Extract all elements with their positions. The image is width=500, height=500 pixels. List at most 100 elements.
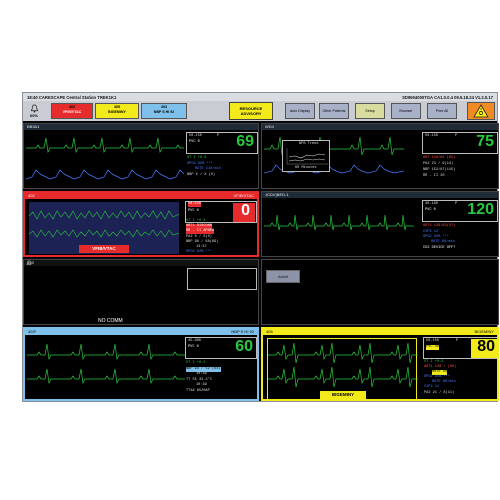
vfib-waveform-area: VFIB/VTAC	[29, 202, 179, 254]
hr-box: 50-150 P PVC 0 69	[186, 132, 258, 154]
cvp-value: CVP2 12	[423, 230, 439, 234]
setup-button[interactable]: Setup	[355, 103, 385, 119]
patient-panel-403-nocomm[interactable]: 403 NO COMM	[23, 259, 259, 325]
bed-name: WD4	[265, 124, 274, 129]
alarm-button-402[interactable]: 402 VFIB/VTAC	[51, 103, 93, 119]
alarm-button-405[interactable]: 405 BIGEMINY	[95, 103, 139, 119]
trend-duration: 60 Minutes	[295, 166, 317, 170]
bed-name: 405	[266, 329, 273, 334]
ecg-alarm-area: BIGEMINY	[267, 338, 418, 399]
pvc-value: PVC 0	[425, 208, 436, 212]
heart-rate-value: 75	[476, 133, 494, 150]
pa-value: PA2 0 / 0(0)	[186, 235, 212, 239]
ecg-waveform	[268, 342, 418, 388]
nbp-value: NBP X / X (X)	[187, 173, 216, 177]
hr-range: 50-150	[188, 202, 201, 207]
patient-panel-405[interactable]: 405 BIGEMINY BIGEMINY 50-150 P PVC 40 80…	[261, 327, 499, 401]
print-all-button[interactable]: Print All	[427, 103, 457, 119]
nbp-time: 10:49	[196, 372, 207, 376]
no-comm-status: NO COMM	[98, 318, 123, 324]
trend-title: NFB Trend	[299, 142, 319, 146]
pulse-rate-value: RATE 80/min	[431, 240, 455, 244]
heart-rate-value: 80	[477, 338, 495, 355]
patient-panel-bb3a1[interactable]: BB3A1 50-150 P PVC 0 69 ST I +0.6 SPO2 9…	[23, 123, 259, 189]
alarm-text: BIGEMINY	[108, 109, 126, 114]
alarm-bed-id: 403	[161, 105, 167, 109]
alarm-pause-button[interactable]	[467, 102, 495, 120]
hr-range: 45-300	[188, 339, 201, 343]
hr-source: P	[456, 339, 459, 343]
telemetry-id: TTX# 8520AP	[186, 389, 210, 393]
art-value: ART1 129/83(97)	[423, 224, 456, 228]
ecg-waveform	[29, 210, 179, 238]
hr-source: P	[455, 134, 458, 138]
co2-status: CO2 DEVICE OFF?	[423, 246, 456, 250]
hr-box: 50-150 P 75	[422, 132, 498, 154]
nbp-trend-popup[interactable]: NFB Trend 60 Minutes	[282, 140, 330, 172]
heart-rate-value: 69	[236, 133, 254, 150]
st-value: ST I +0.2	[424, 360, 444, 364]
hr-range: 50-150	[425, 134, 438, 138]
alarm-button-403[interactable]: 403 NBP S HI 92	[141, 103, 187, 119]
station-title: 18:40 CARESCAPE Central Station TREK1K1	[27, 94, 117, 100]
hr-box: 40-160 P PVC 0 120	[422, 200, 498, 222]
pvc-value: PVC 0	[188, 209, 199, 213]
rr-value: RR - II 20	[423, 174, 445, 178]
alarm-message: VFIB/VTAC	[233, 193, 254, 198]
bell-icon	[26, 260, 32, 265]
patient-panel-bed-1[interactable]: JCDV)BED-1 40-160 P PVC 0 120 ART1 129/8…	[261, 191, 499, 257]
bed-name: BB3A1	[27, 124, 40, 129]
pulse-rate-value: RATE 80/min	[432, 380, 456, 384]
spo2-value: SPO2 95% ***	[424, 375, 450, 379]
temperature-value: TT 55 33.3°C	[186, 378, 212, 382]
st-value: ST I +0.2	[186, 361, 206, 365]
bed-name: JCDV)BED-1	[265, 192, 289, 197]
temperature-time: 10:39	[196, 383, 207, 387]
art-value: ART1 128 / (89)	[424, 365, 457, 369]
pvc-value: PVC 0	[188, 345, 199, 349]
software-version: SD9504000TGA CA1.0.0.4 09.5.18.24 V1.2.0…	[402, 94, 493, 100]
patient-panel-402[interactable]: 402 VFIB/VTAC VFIB/VTAC 50-150 PVC 0 0 S…	[23, 191, 259, 257]
bell-icon	[30, 104, 38, 113]
pa-value: PA2 21 / 8(11)	[424, 391, 455, 395]
alarm-volume-label: 60%	[29, 113, 38, 118]
spo2-value: SPO2 92% ***	[423, 235, 449, 239]
spo2-value: SPO2 92% ***	[186, 250, 212, 254]
heart-rate-value: 120	[467, 201, 494, 218]
admit-button[interactable]: Admit	[266, 270, 300, 283]
alarm-text: VFIB/VTAC	[62, 109, 82, 114]
ecg-waveform	[264, 214, 414, 231]
central-station-window: 18:40 CARESCAPE Central Station TREK1K1 …	[22, 92, 499, 402]
pulse-rate-value: RATE 110/min	[195, 167, 221, 171]
rr-apnea-alarm: RR - II APNEA	[186, 229, 215, 234]
nbp-value: NBP 152/87(115)	[423, 168, 456, 172]
cvp-value: CVP2 12	[424, 385, 440, 389]
patient-panel-wd4[interactable]: WD4 NFB Trend 60 Minutes 50-150 P 75 ART…	[261, 123, 499, 189]
alarm-banner: VFIB/VTAC	[79, 245, 129, 253]
st-value: ST I +0.6	[187, 156, 207, 160]
hr-alarm-highlight	[471, 339, 497, 358]
nbp-time: 13:57	[196, 245, 207, 249]
alarm-bed-id: 402	[69, 105, 75, 109]
bed-name: 402	[28, 193, 35, 198]
ecg-waveform	[26, 137, 184, 154]
resource-advisory-button[interactable]: RESOURCE ADVISORY	[229, 102, 273, 120]
other-patients-button[interactable]: Other Patients	[319, 103, 349, 119]
heart-rate-value: 0	[241, 202, 250, 219]
bed-name: 403*	[28, 329, 37, 334]
browser-button[interactable]: Browser	[391, 103, 421, 119]
alarm-message: NBP S HI 92	[231, 329, 254, 334]
alarm-banner: BIGEMINY	[320, 391, 366, 399]
alarm-volume[interactable]: 60%	[23, 101, 45, 121]
hr-range: 50-150	[426, 339, 439, 343]
hr-box: 50-150 PVC 0 0	[185, 201, 257, 223]
patient-panel-403-star[interactable]: 403* NBP S HI 92 45-300 PVC 0 60 ST I +0…	[23, 327, 259, 401]
auto-display-button[interactable]: Auto Display	[285, 103, 315, 119]
ecg-waveform	[27, 343, 185, 385]
empty-bed-panel[interactable]: Admit	[261, 259, 499, 325]
toolbar: 60% 402 VFIB/VTAC 405 BIGEMINY 403 NBP S…	[23, 101, 497, 121]
heart-rate-value: 60	[235, 338, 253, 355]
nbp-alarm-value: NBP 94 / 52 (64)	[186, 367, 221, 372]
art-value: ART 118/82 (95)	[423, 156, 456, 160]
warning-triangle-icon	[473, 104, 489, 118]
